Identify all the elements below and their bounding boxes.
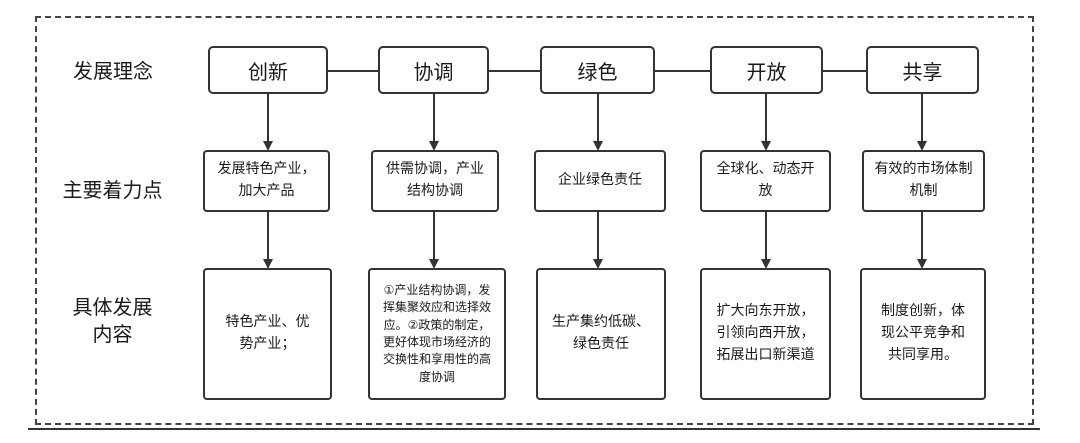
diagram-frame <box>35 16 1034 425</box>
row-label-content: 具体发展 内容 <box>55 294 170 348</box>
connector-line <box>489 70 540 72</box>
concept-box-sharing: 共享 <box>866 46 979 94</box>
connector-line <box>328 70 378 72</box>
connector-line <box>823 70 866 72</box>
concept-box-innovation: 创新 <box>208 46 328 94</box>
concept-box-coordination: 协调 <box>378 46 489 94</box>
row-label-concept: 发展理念 <box>73 59 153 83</box>
content-box-openness: 扩大向东开放，引领向西开放，拓展出口新渠道 <box>700 268 831 400</box>
content-box-sharing: 制度创新，体现公平竞争和共同享用。 <box>860 268 986 400</box>
bottom-rule <box>28 428 1040 430</box>
connector-line <box>655 70 710 72</box>
focus-box-openness: 全球化、动态开放 <box>700 150 831 212</box>
concept-box-openness: 开放 <box>710 46 823 94</box>
content-box-coordination: ①产业结构协调，发挥集聚效应和选择效应。②政策的制定，更好体现市场经济的交换性和… <box>368 268 506 400</box>
focus-box-green: 企业绿色责任 <box>534 150 666 212</box>
row-label-content-line2: 内容 <box>92 322 133 346</box>
content-box-innovation: 特色产业、优势产业； <box>203 268 332 400</box>
row-label-content-line1: 具体发展 <box>72 295 153 319</box>
content-box-green: 生产集约低碳、绿色责任 <box>536 268 666 400</box>
focus-box-innovation: 发展特色产业，加大产品 <box>203 150 330 212</box>
row-label-focus: 主要着力点 <box>62 178 163 202</box>
focus-box-coordination: 供需协调，产业结构协调 <box>371 150 499 212</box>
focus-box-sharing: 有效的市场体制机制 <box>862 150 985 212</box>
concept-box-green: 绿色 <box>540 46 655 94</box>
